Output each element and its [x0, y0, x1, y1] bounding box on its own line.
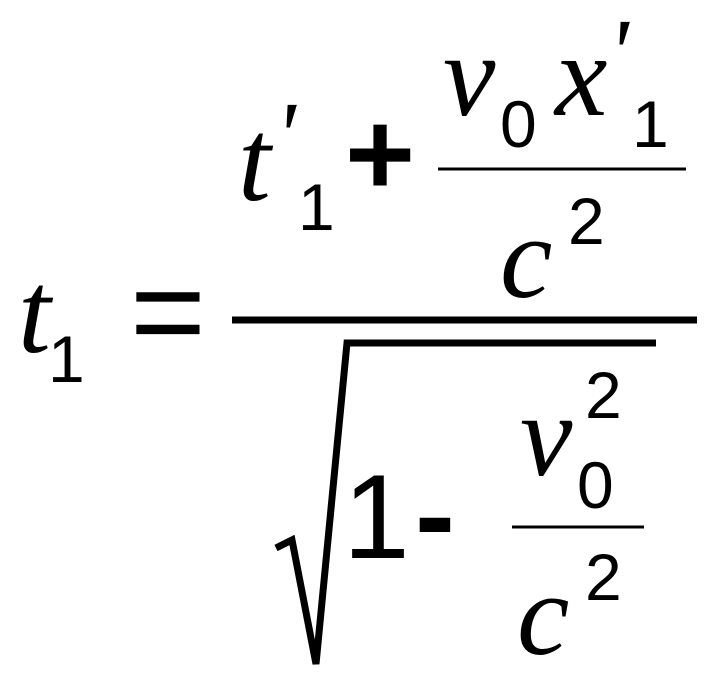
- inner-numerator-x-prime: ': [608, 0, 630, 106]
- denominator-one: 1: [343, 450, 410, 584]
- equals-sign: =: [130, 238, 206, 384]
- inner-numerator-v: v: [443, 10, 496, 141]
- lhs-variable: t: [18, 247, 54, 378]
- inner-denominator-c: c: [500, 192, 552, 323]
- inner-numerator-x-subscript: 1: [632, 87, 669, 161]
- radical-sign: [274, 339, 656, 665]
- radical-numerator-v: v: [520, 370, 573, 501]
- plus-sign: +: [345, 87, 415, 221]
- inner-numerator-v-subscript: 0: [500, 87, 537, 161]
- numerator-t-subscript: 1: [298, 170, 335, 244]
- radical-numerator-v-superscript: 2: [585, 358, 622, 432]
- radical-denominator-c: c: [517, 549, 569, 680]
- inner-denominator-c-superscript: 2: [568, 184, 605, 258]
- inner-numerator-x: x: [553, 10, 607, 141]
- radical-denominator-c-superscript: 2: [585, 540, 622, 614]
- radical-numerator-v-subscript: 0: [577, 448, 614, 522]
- numerator-t-variable: t: [238, 95, 274, 226]
- denominator-minus: -: [415, 448, 455, 582]
- numerator-t-prime: ': [275, 82, 297, 189]
- lhs-subscript: 1: [48, 322, 85, 396]
